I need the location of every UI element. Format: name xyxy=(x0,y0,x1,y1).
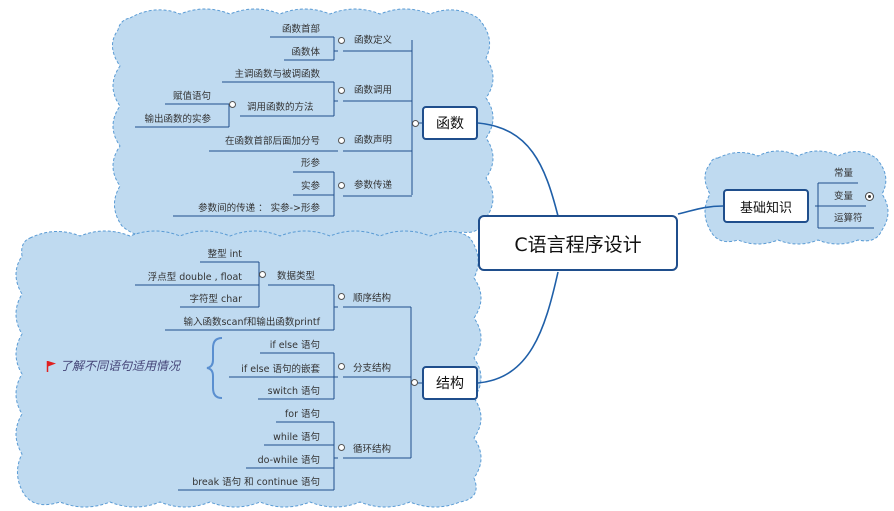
node-jichu[interactable]: 基础知识 xyxy=(723,189,809,223)
node-jiegou[interactable]: 结构 xyxy=(422,366,478,400)
node-variable[interactable]: 变量 xyxy=(834,191,854,202)
collapse-circle-icon[interactable] xyxy=(338,182,345,189)
node-assignment-statement[interactable]: 赋值语句 xyxy=(172,91,211,102)
node-actual-param[interactable]: 实参 xyxy=(300,181,320,192)
node-param-transfer[interactable]: 参数间的传递 ： 实参->形参 xyxy=(198,203,320,214)
node-char[interactable]: 字符型 char xyxy=(189,294,243,305)
node-formal-param[interactable]: 形参 xyxy=(300,158,320,169)
node-param-passing[interactable]: 参数传递 xyxy=(354,180,393,191)
cloud-jiegou xyxy=(15,230,482,508)
collapse-circle-icon[interactable] xyxy=(338,87,345,94)
flag-icon xyxy=(46,360,56,372)
node-hanshu-ti[interactable]: 函数体 xyxy=(291,47,320,58)
expanded-dot-icon[interactable] xyxy=(865,192,874,201)
node-break-continue[interactable]: break 语句 和 continue 语句 xyxy=(192,477,320,488)
collapse-circle-icon[interactable] xyxy=(338,137,345,144)
node-switch[interactable]: switch 语句 xyxy=(267,386,320,397)
node-hanshu[interactable]: 函数 xyxy=(422,106,478,140)
node-function-call[interactable]: 函数调用 xyxy=(354,85,393,96)
node-call-method[interactable]: 调用函数的方法 xyxy=(247,102,314,113)
thin-lines xyxy=(135,36,874,491)
node-branch[interactable]: 分支结构 xyxy=(353,363,392,374)
node-hanshu-shoubu[interactable]: 函数首部 xyxy=(281,24,320,35)
node-while[interactable]: while 语句 xyxy=(273,432,320,443)
node-operator[interactable]: 运算符 xyxy=(834,213,863,224)
collapse-circle-icon[interactable] xyxy=(338,363,345,370)
node-main-called[interactable]: 主调函数与被调函数 xyxy=(234,69,320,80)
branch-note-text: 了解不同语句适用情况 xyxy=(60,359,181,373)
node-sequence[interactable]: 顺序结构 xyxy=(353,293,392,304)
node-if-else[interactable]: if else 语句 xyxy=(269,340,320,351)
node-function-declaration[interactable]: 函数声明 xyxy=(354,135,393,146)
collapse-circle-icon[interactable] xyxy=(229,101,236,108)
collapse-circle-icon[interactable] xyxy=(411,379,418,386)
node-scanf-printf[interactable]: 输入函数scanf和输出函数printf xyxy=(183,317,320,328)
cloud-hanshu xyxy=(112,8,494,238)
connector-central-jichu xyxy=(677,205,724,215)
node-if-else-nested[interactable]: if else 语句的嵌套 xyxy=(241,364,320,375)
node-int[interactable]: 整型 int xyxy=(207,249,242,260)
node-loop[interactable]: 循环结构 xyxy=(353,444,392,455)
node-float[interactable]: 浮点型 double , float xyxy=(147,272,242,283)
node-output-args[interactable]: 输出函数的实参 xyxy=(144,114,211,125)
node-semicolon[interactable]: 在函数首部后面加分号 xyxy=(224,136,320,147)
collapse-circle-icon[interactable] xyxy=(412,120,419,127)
central-topic[interactable]: C语言程序设计 xyxy=(478,215,678,271)
node-constant[interactable]: 常量 xyxy=(834,168,854,179)
collapse-circle-icon[interactable] xyxy=(338,444,345,451)
node-do-while[interactable]: do-while 语句 xyxy=(257,455,320,466)
node-data-type[interactable]: 数据类型 xyxy=(277,271,316,282)
connector-central-hanshu xyxy=(477,122,559,217)
collapse-circle-icon[interactable] xyxy=(338,293,345,300)
branch-note[interactable]: 了解不同语句适用情况 xyxy=(46,357,180,374)
connector-central-jiegou xyxy=(477,271,559,384)
node-function-definition[interactable]: 函数定义 xyxy=(354,35,393,46)
brace-icon xyxy=(206,337,223,399)
collapse-circle-icon[interactable] xyxy=(338,37,345,44)
node-for[interactable]: for 语句 xyxy=(284,409,320,420)
collapse-circle-icon[interactable] xyxy=(259,271,266,278)
